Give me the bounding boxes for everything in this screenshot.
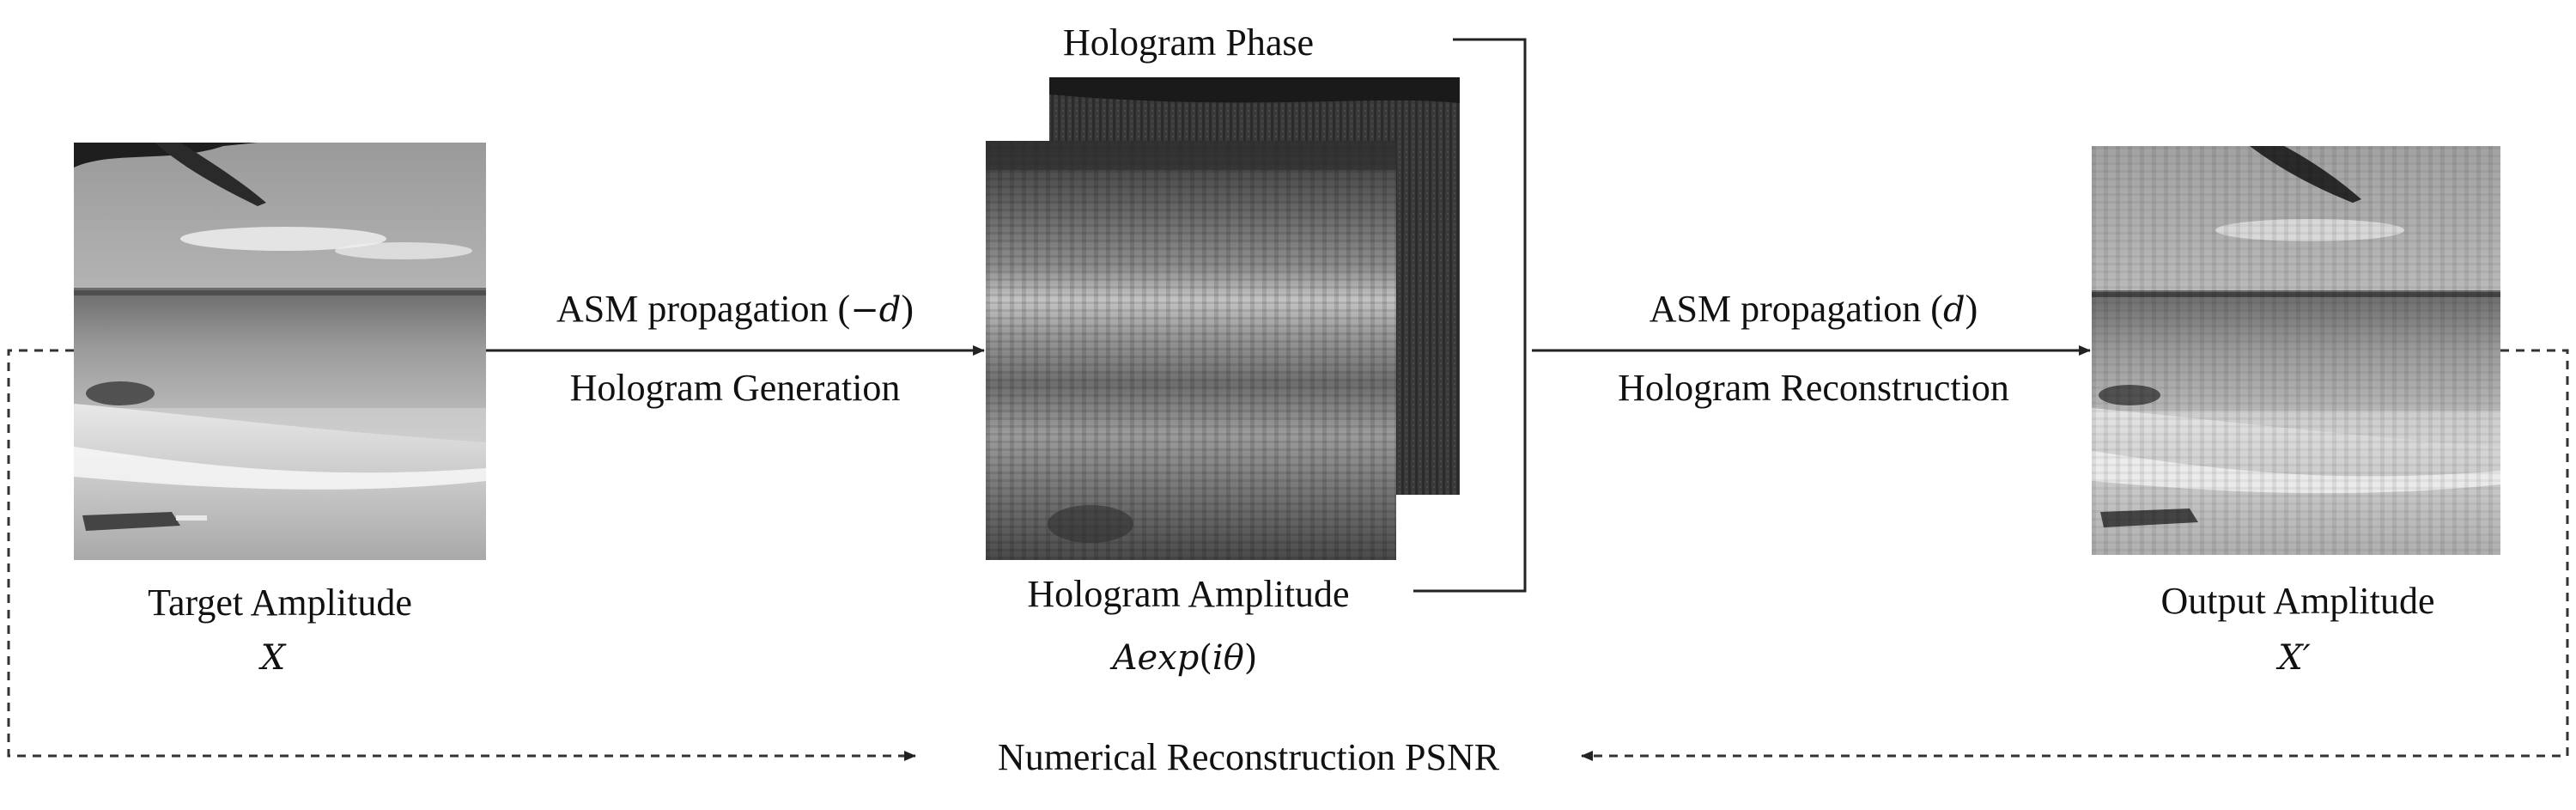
output-image: [2092, 146, 2500, 555]
output-symbol: X′: [2278, 638, 2311, 678]
hologram-generation-label: Hologram Generation: [569, 367, 901, 409]
hologram-phase-label: Hologram Phase: [1062, 21, 1315, 64]
hologram-reconstruction-label: Hologram Reconstruction: [1618, 367, 2009, 409]
target-image: [74, 143, 486, 560]
hologram-amplitude-label: Hologram Amplitude: [1027, 573, 1350, 615]
backward-propagation-label: ASM propagation (d): [1649, 288, 1978, 330]
hologram-amplitude-image: [986, 141, 1396, 560]
hologram-symbol: Aexp(iθ): [1112, 638, 1258, 678]
output-amplitude-label: Output Amplitude: [2160, 580, 2435, 622]
hologram-bracket: [1413, 38, 1527, 593]
forward-propagation-label: ASM propagation (−d): [556, 288, 914, 330]
psnr-label: Numerical Reconstruction PSNR: [997, 736, 1500, 778]
target-amplitude-label: Target Amplitude: [148, 582, 412, 624]
psnr-left-dashed-line: [7, 349, 916, 761]
target-symbol: X: [260, 638, 286, 678]
psnr-right-dashed-line: [1581, 349, 2569, 761]
